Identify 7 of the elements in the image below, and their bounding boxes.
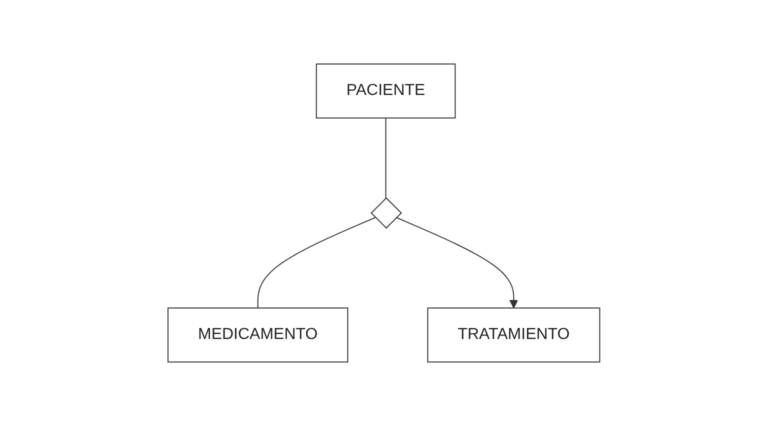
node-box: TRATAMIENTO	[426, 308, 600, 362]
node-box: PACIENTE	[316, 64, 456, 118]
connector	[257, 217, 376, 308]
arrow	[395, 217, 518, 308]
node-diamond	[370, 197, 402, 229]
connector	[384, 118, 386, 198]
node-box: MEDICAMENTO	[167, 308, 348, 362]
